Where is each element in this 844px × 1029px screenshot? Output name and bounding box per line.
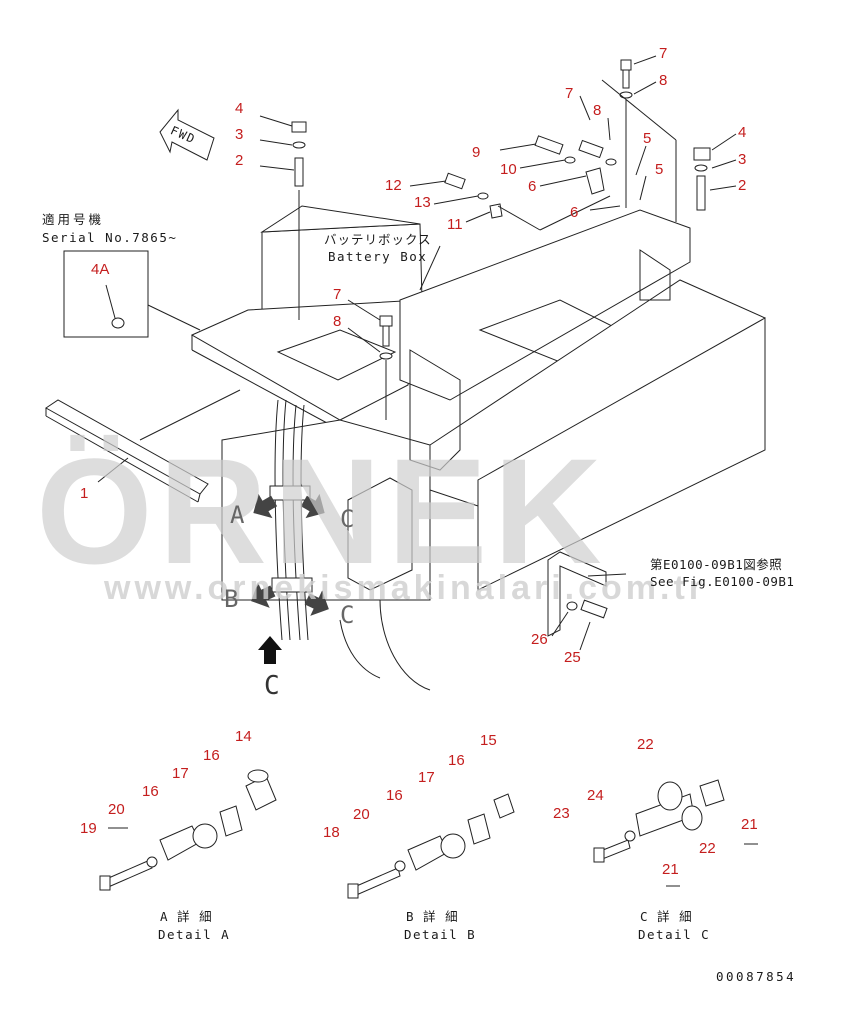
callout-6-left: 6 <box>528 178 537 195</box>
bolt-stack-left <box>291 121 307 320</box>
callout-16-b-upper: 16 <box>448 752 465 769</box>
detail-a-label-jp: A 詳 細 <box>160 909 213 924</box>
serial-label-jp: 適用号機 <box>42 212 105 227</box>
callout-5-upper: 5 <box>643 130 652 147</box>
callout-11: 11 <box>447 216 463 233</box>
view-letter-b: B <box>224 585 240 613</box>
detail-b-label-jp: B 詳 細 <box>406 909 459 924</box>
callout-7-battery: 7 <box>333 286 342 303</box>
callout-13: 13 <box>414 194 431 211</box>
reference-label-en: See Fig.E0100-09B1 <box>650 574 795 589</box>
part-4a-plug <box>111 317 125 329</box>
detail-c-label-en: Detail C <box>638 927 711 942</box>
callout-17-a: 17 <box>172 765 189 782</box>
view-letter-a: A <box>230 501 246 529</box>
detail-c-label-jp: C 詳 細 <box>640 909 693 924</box>
callout-12: 12 <box>385 177 402 194</box>
mount-bracket <box>547 551 608 637</box>
detail-b-assembly <box>347 793 515 899</box>
fwd-arrow-icon <box>159 108 215 161</box>
callout-19: 19 <box>80 820 97 837</box>
view-letter-c: C <box>340 505 356 533</box>
callout-18: 18 <box>323 824 340 841</box>
callout-21-lower: 21 <box>662 861 679 878</box>
drawing-number: 00087854 <box>716 969 797 984</box>
callout-22-upper: 22 <box>637 736 654 753</box>
detail-c-assembly <box>593 779 725 863</box>
callout-20-a: 20 <box>108 801 125 818</box>
callout-8-battery: 8 <box>333 313 342 330</box>
leader-lines <box>139 55 737 651</box>
bolt-stack-right <box>619 59 711 211</box>
callout-2-right: 2 <box>738 177 747 194</box>
callout-6-right: 6 <box>570 204 579 221</box>
section-arrow-c3-icon <box>258 636 282 664</box>
callout-20-b: 20 <box>353 806 370 823</box>
section-arrow-c2-icon <box>304 590 329 616</box>
main-frame <box>221 209 766 691</box>
callout-15: 15 <box>480 732 497 749</box>
callout-25: 25 <box>564 649 581 666</box>
serial-detail-box <box>63 250 149 338</box>
callout-17-b: 17 <box>418 769 435 786</box>
battery-box-label-jp: バッテリボックス <box>324 232 432 247</box>
callout-2: 2 <box>235 152 244 169</box>
callout-14: 14 <box>235 728 252 745</box>
callout-8-top-mid: 8 <box>593 102 602 119</box>
reference-label-jp: 第E0100-09B1図参照 <box>650 557 783 572</box>
callout-4-right: 4 <box>738 124 747 141</box>
battery-box-label-en: Battery Box <box>328 249 428 264</box>
callout-21-right: 21 <box>741 816 758 833</box>
detail-a-assembly <box>99 769 277 891</box>
callout-16-a-lower: 16 <box>142 783 159 800</box>
callout-7-top-right: 7 <box>659 45 668 62</box>
section-arrow-a-icon <box>253 493 278 519</box>
callout-22-lower: 22 <box>699 840 716 857</box>
callout-16-a-upper: 16 <box>203 747 220 764</box>
callout-4: 4 <box>235 100 244 117</box>
serial-label-en: Serial No.7865~ <box>42 230 178 245</box>
callout-1: 1 <box>80 485 89 502</box>
view-letter-c3: C <box>264 671 282 701</box>
callout-26: 26 <box>531 631 548 648</box>
part-1-bar <box>45 399 209 503</box>
callout-16-b-lower: 16 <box>386 787 403 804</box>
callout-3: 3 <box>235 126 244 143</box>
callout-9: 9 <box>472 144 481 161</box>
section-arrow-b-icon <box>251 582 276 608</box>
callout-8-top-right: 8 <box>659 72 668 89</box>
callout-4a: 4A <box>91 261 110 278</box>
hose-bundle <box>269 399 313 641</box>
view-letter-c2: C <box>340 601 356 629</box>
callout-3-right: 3 <box>738 151 747 168</box>
callout-5-lower: 5 <box>655 161 664 178</box>
callout-10: 10 <box>500 161 517 178</box>
detail-b-label-en: Detail B <box>404 927 477 942</box>
bolt-group-center <box>379 135 617 420</box>
section-arrow-c-icon <box>300 493 325 519</box>
callout-23: 23 <box>553 805 570 822</box>
callout-7-top-mid: 7 <box>565 85 574 102</box>
detail-a-label-en: Detail A <box>158 927 231 942</box>
callout-24: 24 <box>587 787 604 804</box>
